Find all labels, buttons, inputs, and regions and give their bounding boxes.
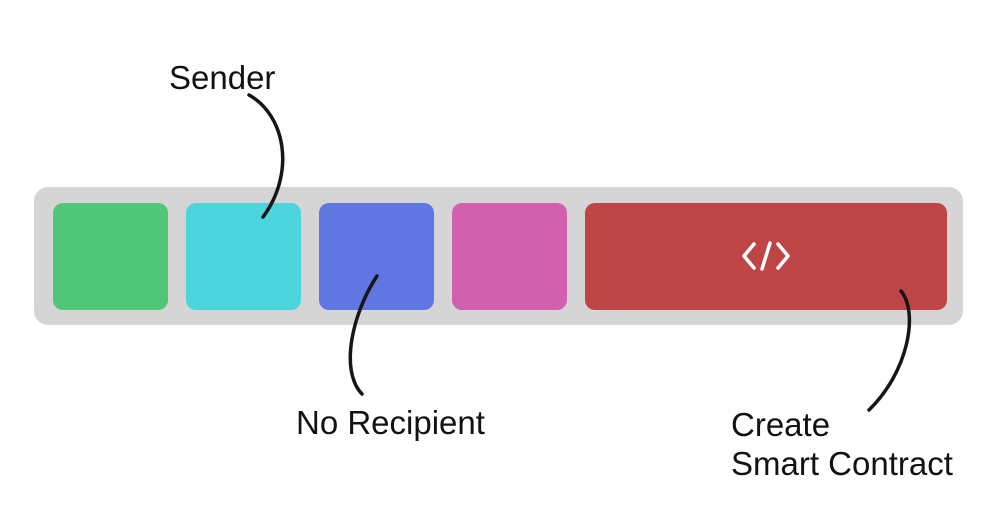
no-recipient-label: No Recipient: [296, 404, 485, 441]
create-smart-contract-label-line1: Create: [731, 406, 831, 443]
transaction-field-no-recipient: [319, 202, 434, 310]
transaction-field-sender: [186, 202, 301, 310]
transaction-field-smart-contract: [585, 202, 947, 310]
create-smart-contract-label: Create Smart Contract: [731, 405, 953, 483]
transaction-field-pink: [452, 202, 567, 310]
transaction-bar: [34, 187, 963, 325]
transaction-field-green: [53, 202, 168, 310]
sender-label: Sender: [169, 59, 276, 96]
create-smart-contract-label-line2: Smart Contract: [731, 445, 953, 482]
code-icon: [742, 241, 790, 271]
